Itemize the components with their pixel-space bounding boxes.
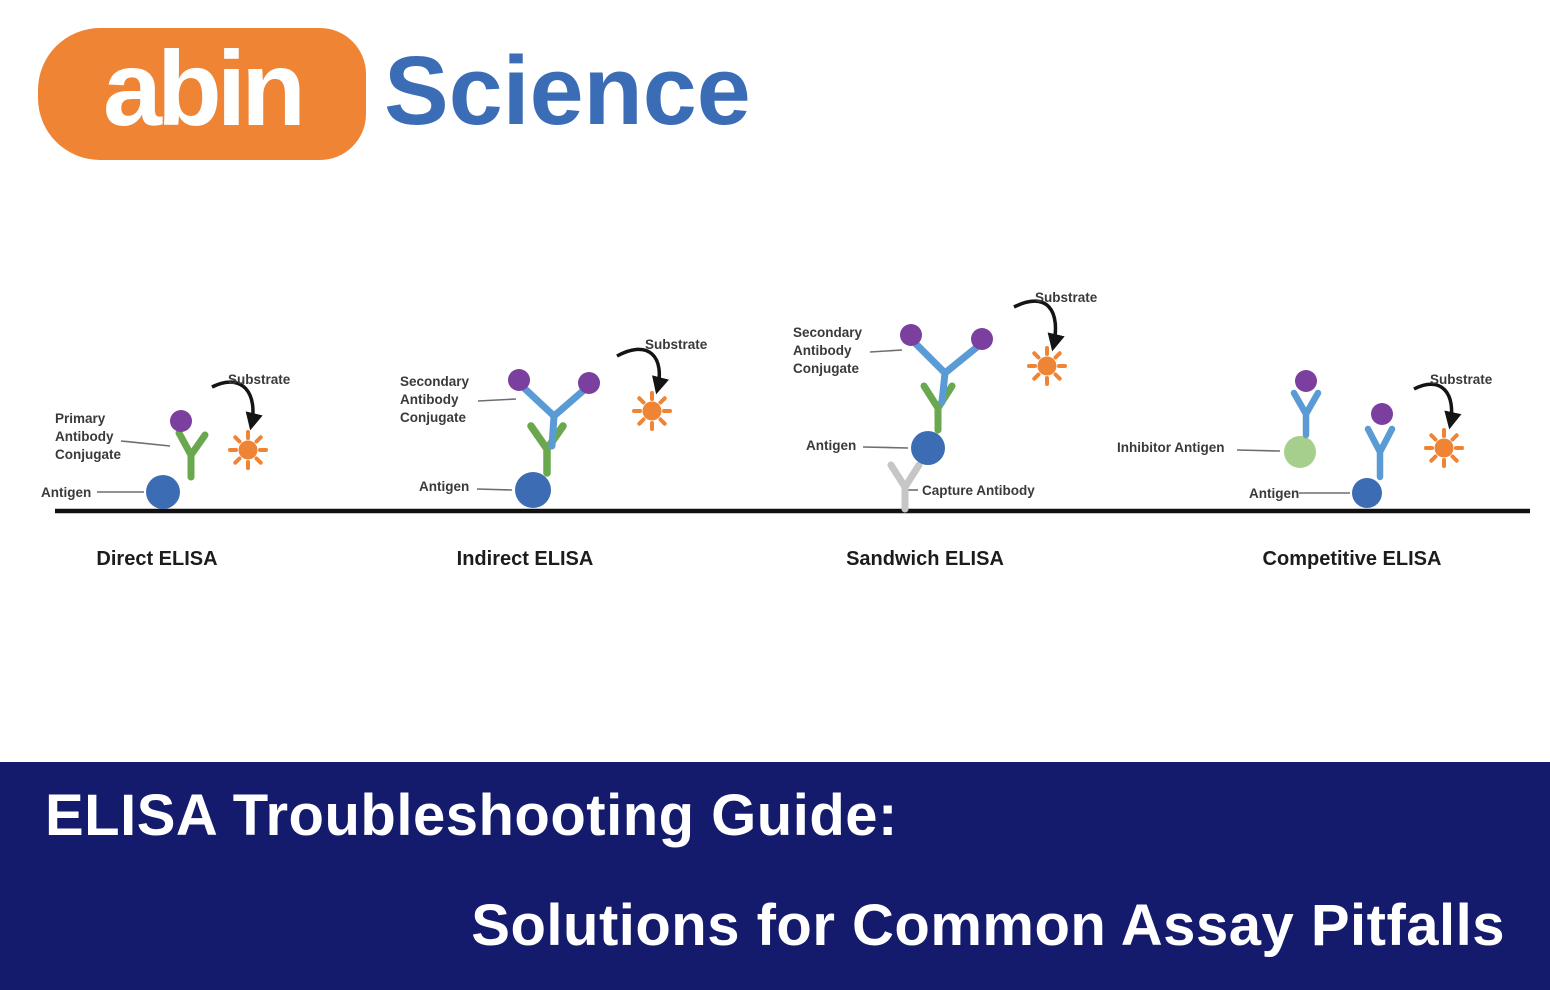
- sandwich-antigen-label: Antigen: [806, 438, 857, 453]
- capture-antibody-icon: [887, 461, 923, 513]
- antigen: [911, 431, 945, 465]
- label-connector: [862, 446, 909, 449]
- direct-elisa-graphic: [97, 380, 268, 509]
- abin-logo-badge: abin: [38, 28, 366, 160]
- competitive-antigen-label: Antigen: [1249, 486, 1300, 501]
- label-connector: [869, 349, 903, 353]
- label-connector: [1236, 449, 1281, 452]
- sandwich-elisa-graphic: [862, 299, 1067, 513]
- indirect-antigen-label: Antigen: [419, 479, 470, 494]
- indirect-elisa-graphic: [476, 347, 672, 508]
- indirect-elisa-title: Indirect ELISA: [456, 548, 594, 570]
- substrate-arrow: [1013, 299, 1065, 352]
- detection-antibody-icon: [920, 382, 956, 434]
- bound-antibody-icon: [1364, 425, 1396, 481]
- banner-title-line2: Solutions for Common Assay Pitfalls: [471, 893, 1505, 958]
- direct-antigen-label: Antigen: [41, 485, 92, 500]
- label-connector: [476, 488, 513, 491]
- indirect-substrate-label: Substrate: [645, 337, 708, 352]
- sandwich-elisa-title: Sandwich ELISA: [846, 548, 1004, 570]
- substrate-sun-icon: [228, 430, 268, 470]
- direct-elisa-title: Direct ELISA: [96, 548, 218, 570]
- banner-title-line1: ELISA Troubleshooting Guide:: [45, 783, 898, 848]
- label-connector: [120, 440, 171, 447]
- antigen: [146, 475, 180, 509]
- title-banner: ELISA Troubleshooting Guide: Solutions f…: [0, 762, 1550, 990]
- direct-substrate-label: Substrate: [228, 372, 291, 387]
- enzyme-conjugate: [508, 369, 530, 391]
- substrate-arrow: [211, 380, 263, 431]
- enzyme-conjugate: [1371, 403, 1393, 425]
- competitive-elisa-title: Competitive ELISA: [1262, 548, 1442, 570]
- enzyme-conjugate: [578, 372, 600, 394]
- substrate-arrow: [1413, 382, 1462, 430]
- logo-brand-text: abin: [103, 30, 306, 148]
- enzyme-conjugate: [971, 328, 993, 350]
- substrate-arrow: [616, 347, 669, 395]
- enzyme-conjugate: [170, 410, 192, 432]
- enzyme-conjugate: [900, 324, 922, 346]
- antigen: [1352, 478, 1382, 508]
- substrate-sun-icon: [1424, 428, 1464, 468]
- primary-antibody-icon: [175, 429, 209, 481]
- enzyme-conjugate: [1295, 370, 1317, 392]
- secondary-antibody-icon: [912, 340, 981, 406]
- logo-science-text: Science: [384, 36, 751, 145]
- competitive-substrate-label: Substrate: [1430, 372, 1493, 387]
- competitive-inhibitor-label: Inhibitor Antigen: [1117, 440, 1225, 455]
- sandwich-substrate-label: Substrate: [1035, 290, 1098, 305]
- free-antibody-icon: [1290, 389, 1322, 439]
- direct-antibody-label: Primary Antibody Conjugate: [55, 411, 121, 462]
- sandwich-antibody-label: Secondary Antibody Conjugate: [793, 325, 863, 376]
- substrate-sun-icon: [1027, 346, 1067, 386]
- inhibitor-antigen: [1284, 436, 1316, 468]
- sandwich-capture-label: Capture Antibody: [922, 483, 1035, 498]
- antigen: [515, 472, 551, 508]
- primary-antibody-icon: [527, 422, 567, 477]
- label-connector: [477, 398, 517, 402]
- competitive-elisa-graphic: [1236, 370, 1464, 508]
- indirect-antibody-label: Secondary Antibody Conjugate: [400, 374, 470, 425]
- secondary-antibody-icon: [520, 384, 588, 450]
- substrate-sun-icon: [632, 391, 672, 431]
